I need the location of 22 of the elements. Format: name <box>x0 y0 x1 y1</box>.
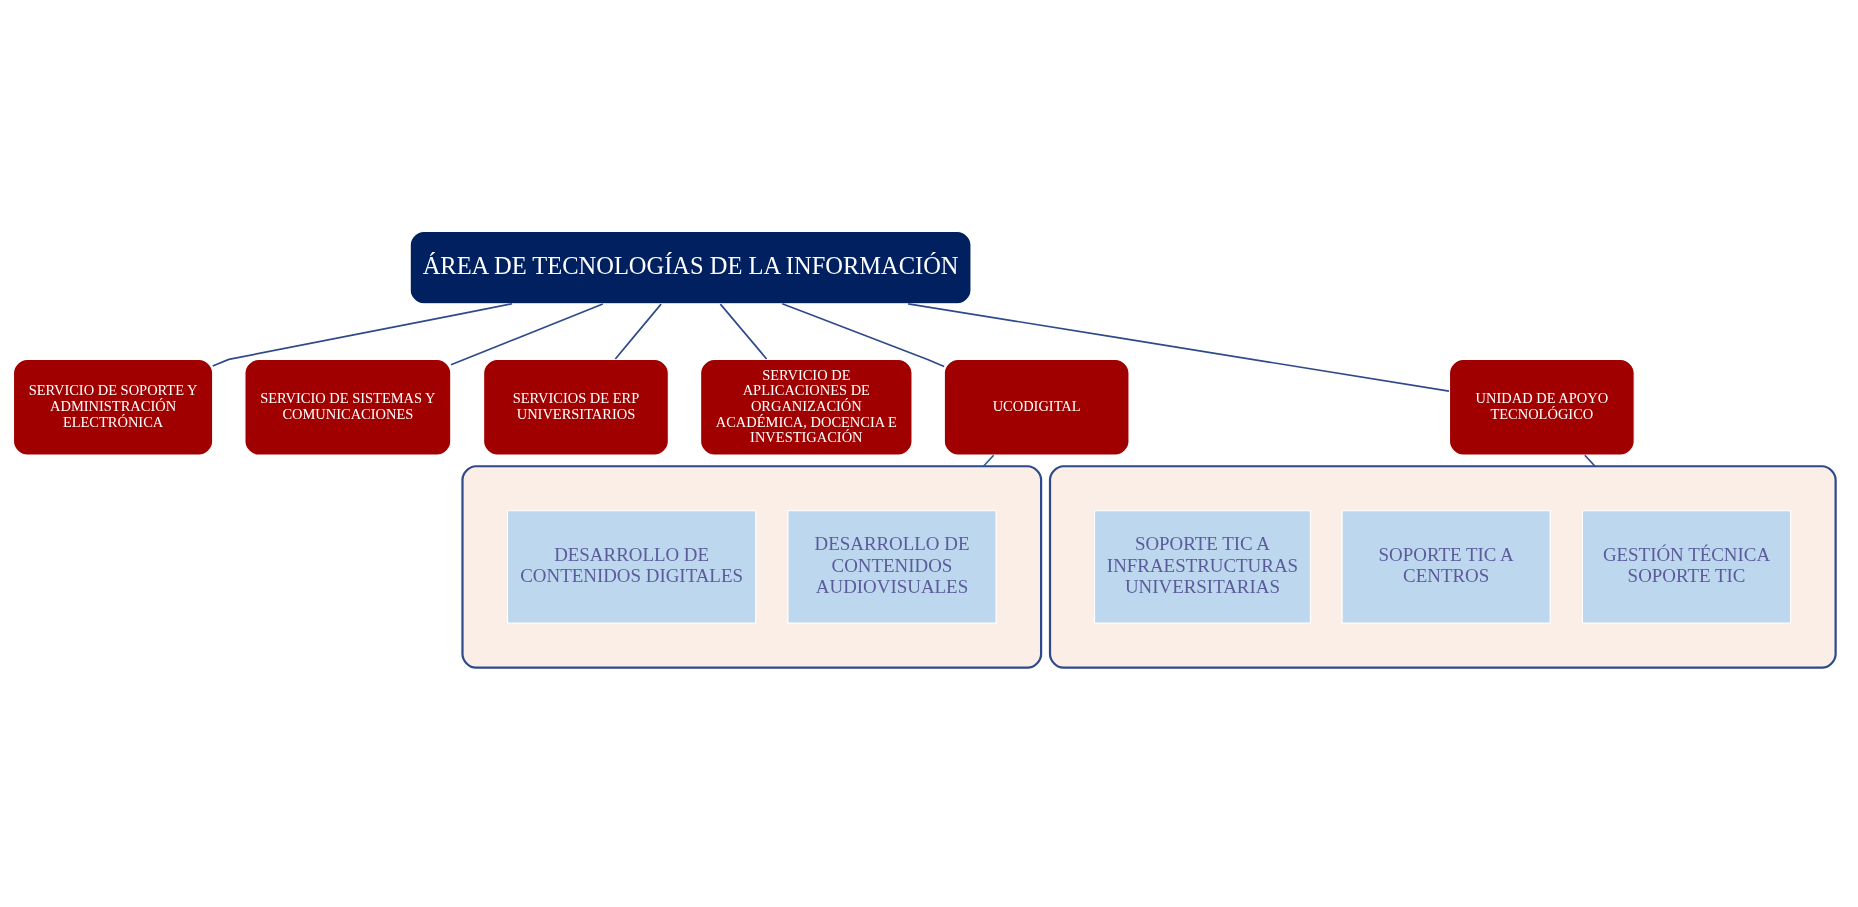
node-box: GESTIÓN TÉCNICA SOPORTE TIC <box>1581 509 1792 624</box>
node-box: ÁREA DE TECNOLOGÍAS DE LA INFORMACIÓN <box>409 230 972 304</box>
connector <box>1584 453 1596 467</box>
node-box: SERVICIOS DE ERP UNIVERSITARIOS <box>483 358 669 456</box>
connector <box>450 302 604 366</box>
node-box: SERVICIO DE SISTEMAS Y COMUNICACIONES <box>244 358 452 456</box>
cluster <box>1048 464 1837 669</box>
cluster <box>461 464 1043 669</box>
connector <box>781 302 945 367</box>
node-box: UNIDAD DE APOYO TECNOLÓGICO <box>1448 358 1635 456</box>
node-box: SOPORTE TIC A INFRAESTRUCTURAS UNIVERSITARIAS <box>1093 509 1311 624</box>
node-box: SERVICIO DE SOPORTE Y ADMINISTRACIÓN ELECTRÓNICA <box>12 358 214 456</box>
node-box: DESARROLLO DE CONTENIDOS DIGITALES <box>507 509 757 624</box>
node-box: UCODIGITAL <box>943 358 1130 456</box>
connector <box>982 453 995 467</box>
node-box: SERVICIO DE APLICACIONES DE ORGANIZACIÓN ACADÉMICA, DOCENCIA E INVESTIGACIÓN <box>700 358 913 456</box>
connector <box>719 302 768 360</box>
connector <box>211 302 513 367</box>
node-box: DESARROLLO DE CONTENIDOS AUDIOVISUALES <box>787 509 997 624</box>
connector <box>614 302 662 360</box>
connector <box>907 302 1450 392</box>
node-box: SOPORTE TIC A CENTROS <box>1341 509 1551 624</box>
